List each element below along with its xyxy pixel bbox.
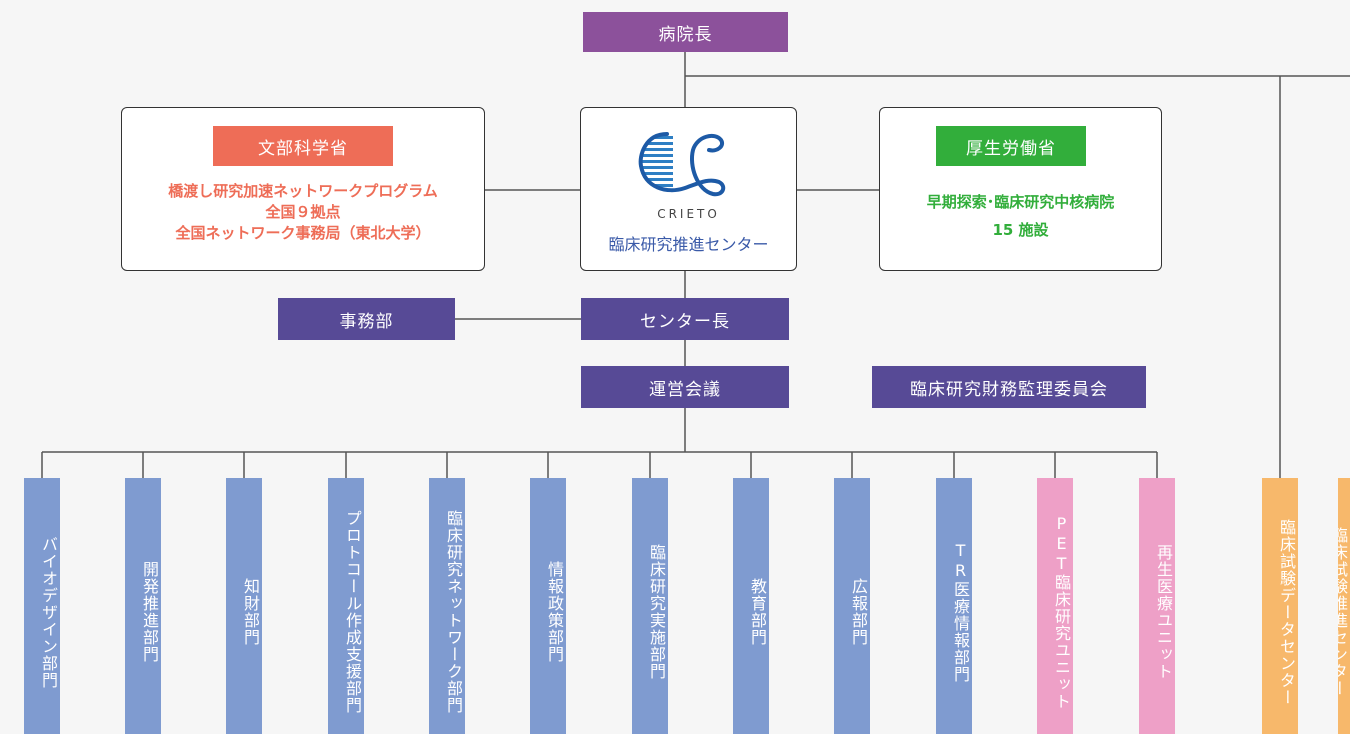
unit-pet: PET臨床研究ユニット — [1037, 478, 1073, 734]
dept-protocol: プロトコール作成支援部門 — [328, 478, 364, 734]
mhlw-description: 早期探索･臨床研究中核病院 15 施設 — [880, 188, 1161, 244]
center-trial-promotion: 臨床試験推進センター — [1338, 478, 1350, 734]
mext-line-1: 橋渡し研究加速ネットワークプログラム — [168, 182, 438, 200]
crieto-card: CRIETO 臨床研究推進センター — [580, 107, 797, 271]
crieto-logo-text: CRIETO — [657, 207, 720, 221]
mhlw-card: 厚生労働省 早期探索･臨床研究中核病院 15 施設 — [879, 107, 1162, 271]
dept-pr: 広報部門 — [834, 478, 870, 734]
dept-implementation: 臨床研究実施部門 — [632, 478, 668, 734]
admin-office-box: 事務部 — [278, 298, 455, 340]
mhlw-line-1: 早期探索･臨床研究中核病院 — [926, 193, 1115, 211]
mhlw-line-2: 15 施設 — [992, 221, 1049, 239]
mext-line-3: 全国ネットワーク事務局（東北大学） — [175, 224, 431, 242]
audit-committee-box: 臨床研究財務監理委員会 — [872, 366, 1146, 408]
dept-network: 臨床研究ネットワーク部門 — [429, 478, 465, 734]
crieto-name: 臨床研究推進センター — [608, 235, 769, 254]
council-box: 運営会議 — [581, 366, 789, 408]
center-data: 臨床試験データセンター — [1262, 478, 1298, 734]
mext-card: 文部科学省 橋渡し研究加速ネットワークプログラム 全国９拠点 全国ネットワーク事… — [121, 107, 485, 271]
crieto-logo-icon — [638, 132, 726, 197]
mhlw-title: 厚生労働省 — [936, 126, 1086, 166]
dept-education: 教育部門 — [733, 478, 769, 734]
dept-development: 開発推進部門 — [125, 478, 161, 734]
unit-regenerative: 再生医療ユニット — [1139, 478, 1175, 734]
center-head-box: センター長 — [581, 298, 789, 340]
dept-tr-medical-info: TR医療情報部門 — [936, 478, 972, 734]
dept-info-policy: 情報政策部門 — [530, 478, 566, 734]
mext-line-2: 全国９拠点 — [265, 203, 341, 221]
hospital-director-box: 病院長 — [583, 12, 788, 52]
mext-title: 文部科学省 — [213, 126, 393, 166]
dept-biodesign: バイオデザイン部門 — [24, 478, 60, 734]
dept-ip: 知財部門 — [226, 478, 262, 734]
mext-description: 橋渡し研究加速ネットワークプログラム 全国９拠点 全国ネットワーク事務局（東北大… — [122, 181, 484, 244]
